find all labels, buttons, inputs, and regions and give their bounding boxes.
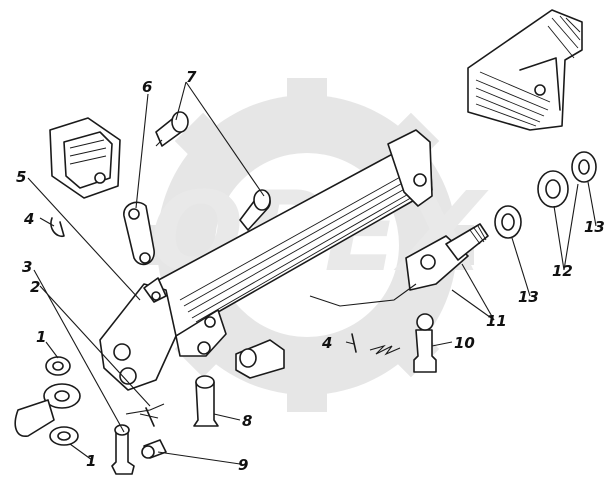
callout-7: 7 <box>186 68 197 86</box>
split-pin-part-4-right <box>351 333 401 356</box>
callout-6: 6 <box>142 78 152 96</box>
washer-part-12 <box>537 170 569 208</box>
eye-end-part <box>14 383 81 437</box>
callout-1-lower: 1 <box>86 452 96 470</box>
bolt-part-9 <box>141 439 167 459</box>
callout-10: 10 <box>454 334 475 352</box>
callout-9: 9 <box>238 456 248 474</box>
split-pin-part-4-left <box>50 217 65 238</box>
leader-lines <box>27 81 597 465</box>
callout-11: 11 <box>486 312 507 330</box>
mounting-bracket-top-right <box>467 9 583 131</box>
castle-nut-part-13-right <box>571 151 597 183</box>
pin-part-3 <box>111 424 135 475</box>
callout-13-right: 13 <box>584 218 605 236</box>
pin-part-7-lower <box>239 189 271 231</box>
bolt-part-8 <box>193 375 219 427</box>
cover-plate-top-left <box>49 117 121 199</box>
washer-part-1-upper <box>45 356 71 376</box>
callout-1-upper: 1 <box>36 328 46 346</box>
callout-4-right: 4 <box>321 334 332 352</box>
arm-base-bracket <box>99 277 227 391</box>
callout-12: 12 <box>552 262 573 280</box>
callout-3: 3 <box>22 258 32 276</box>
washer-part-1-lower <box>49 426 79 446</box>
callout-5: 5 <box>16 168 26 186</box>
callout-labels: 1 1 2 3 4 4 5 6 7 8 9 10 11 12 13 13 <box>16 68 605 474</box>
callout-8: 8 <box>242 412 252 430</box>
castle-nut-part-13-left <box>494 205 522 239</box>
main-arm <box>139 129 433 337</box>
link-plate-part-6 <box>123 201 155 266</box>
callout-2: 2 <box>30 278 40 296</box>
eye-bolt-part-11 <box>405 223 489 291</box>
pin-part-7-upper <box>155 111 189 147</box>
callout-4-left: 4 <box>23 210 34 228</box>
pin-part-10 <box>413 313 437 373</box>
bushing-small <box>235 339 285 379</box>
callout-13-left: 13 <box>518 288 539 306</box>
